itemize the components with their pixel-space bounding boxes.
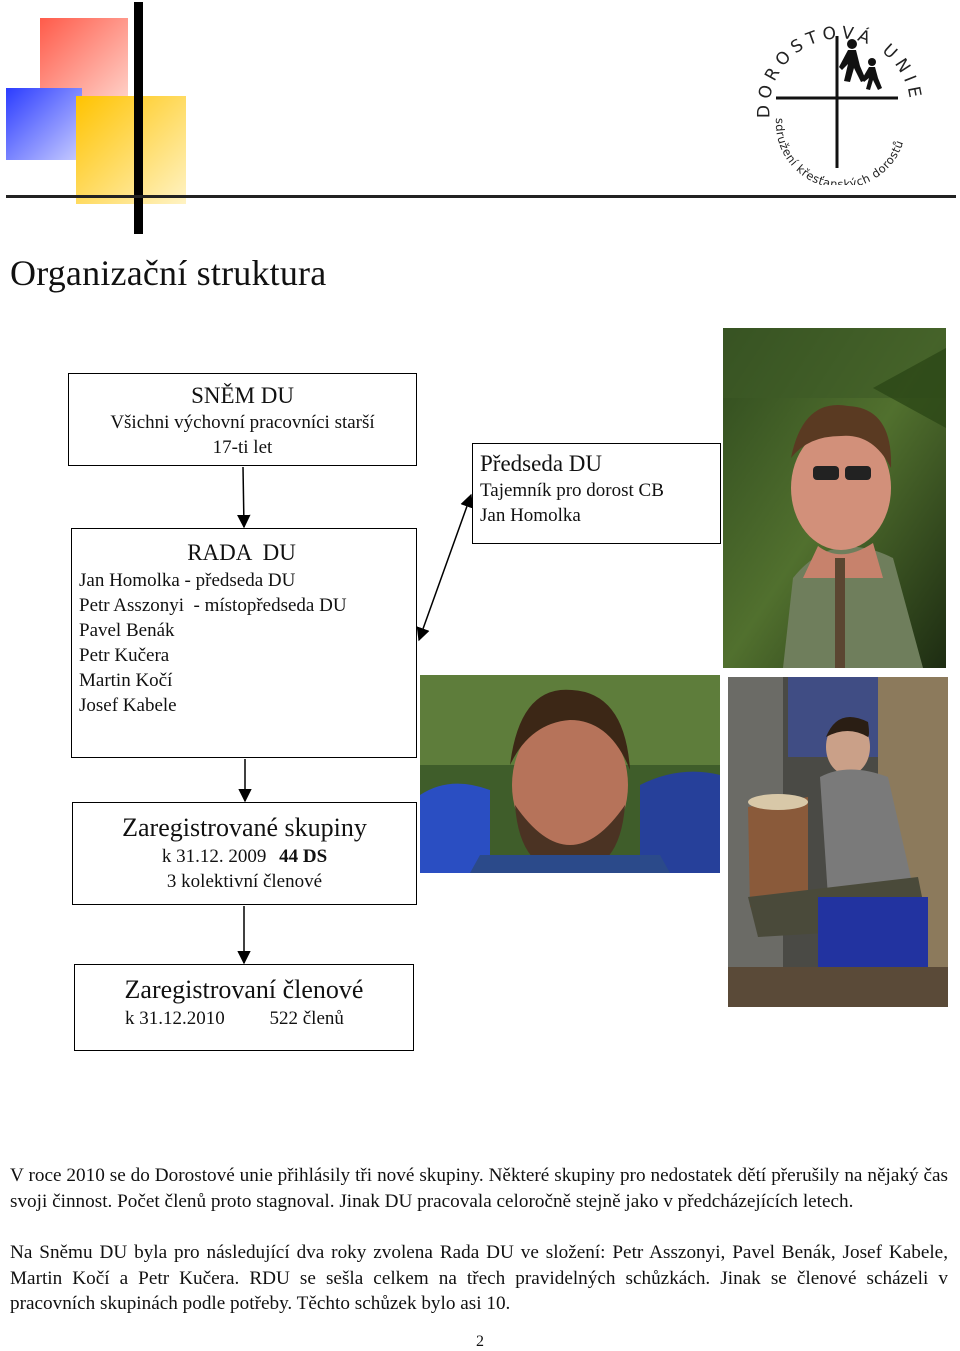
svg-text:sdružení křesťanských dorostů: sdružení křesťanských dorostů — [773, 118, 907, 185]
decor-square-yellow — [76, 96, 186, 204]
org-box-rada: RADA DU Jan Homolka - předseda DU Petr A… — [71, 528, 417, 758]
logo-text-bottom: sdružení křesťanských dorostů — [773, 118, 906, 185]
paragraph-1: V roce 2010 se do Dorostové unie přihlás… — [10, 1165, 948, 1212]
walking-figures-icon — [839, 39, 882, 90]
org-box-predseda: Předseda DU Tajemník pro dorost CB Jan H… — [472, 443, 721, 544]
org-box-skupiny: Zaregistrované skupiny k 31.12. 2009 44 … — [72, 802, 417, 905]
skupiny-count: 44 DS — [279, 846, 328, 867]
rada-member-4: Petr Kučera — [79, 645, 170, 666]
rada-title: RADA DU — [187, 540, 296, 565]
clenove-count: 522 členů — [269, 1008, 344, 1029]
logo-text-top: DOROSTOVÁ UNIE — [754, 23, 920, 118]
rada-member-3: Pavel Benák — [79, 620, 175, 641]
decor-square-red — [40, 18, 128, 100]
snem-title: SNĚM DU — [191, 383, 294, 408]
dorostova-unie-logo: DOROSTOVÁ UNIE sdružení křesťanských dor… — [754, 23, 925, 185]
skupiny-title: Zaregistrované skupiny — [122, 813, 367, 842]
photo-man-with-sunglasses — [723, 328, 946, 668]
decor-vertical-bar — [134, 2, 143, 234]
decor-square-blue — [6, 88, 82, 160]
snem-line-1: Všichni výchovní pracovníci starší — [110, 412, 375, 433]
rada-member-6: Josef Kabele — [79, 695, 177, 716]
predseda-line-2: Jan Homolka — [480, 505, 581, 526]
predseda-title: Předseda DU — [480, 451, 602, 476]
skupiny-date: k 31.12. 2009 — [161, 846, 267, 867]
arrow-snem-to-rada — [237, 466, 251, 529]
arrow-rada-predseda — [416, 493, 474, 642]
rada-member-5: Martin Kočí — [79, 670, 173, 691]
clenove-title: Zaregistrovaní členové — [124, 975, 364, 1004]
rada-member-1: Jan Homolka - předseda DU — [79, 570, 296, 591]
photo-man-with-drum — [728, 677, 948, 1007]
header-rule — [6, 195, 956, 198]
org-box-clenove: Zaregistrovaní členové k 31.12.2010 522 … — [74, 964, 414, 1051]
skupiny-line-2: 3 kolektivní členové — [166, 871, 323, 892]
snem-line-2: 17-ti let — [212, 437, 273, 458]
org-box-snem: SNĚM DU Všichni výchovní pracovníci star… — [68, 373, 417, 466]
page-title: Organizační struktura — [10, 253, 327, 293]
photo-bearded-man — [420, 675, 720, 873]
paragraph-2: Na Sněmu DU byla pro následující dva rok… — [10, 1242, 948, 1315]
predseda-line-1: Tajemník pro dorost CB — [480, 480, 664, 501]
rada-member-2: Petr Asszonyi - místopředseda DU — [79, 595, 347, 616]
clenove-date: k 31.12.2010 — [125, 1008, 225, 1029]
svg-text:DOROSTOVÁ UNIE: DOROSTOVÁ UNIE — [754, 23, 925, 118]
page-number: 2 — [476, 1333, 484, 1350]
